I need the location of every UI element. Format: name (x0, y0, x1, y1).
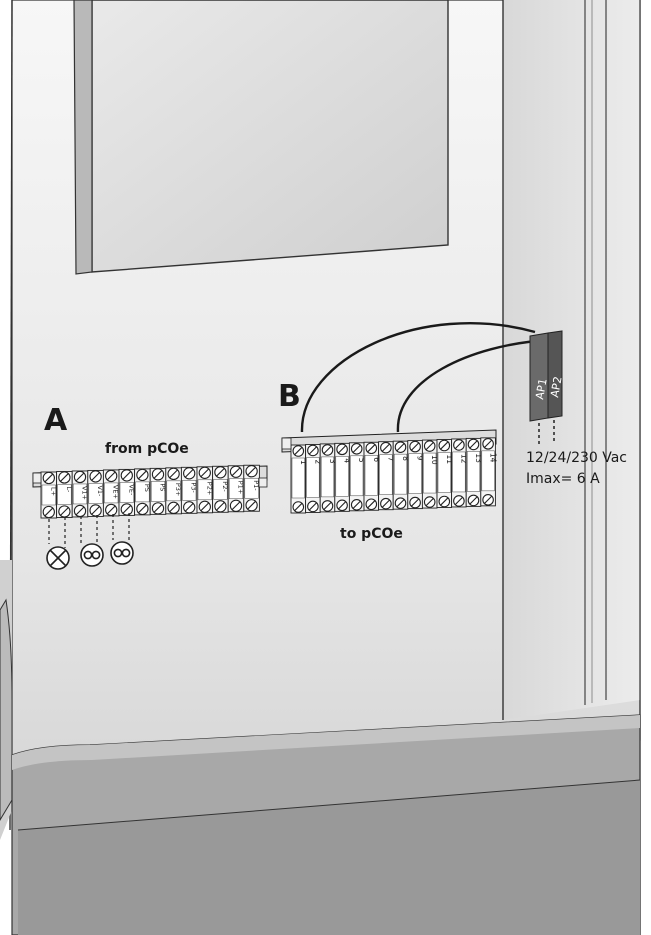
relay-contact: AP1 AP2 (529, 330, 565, 444)
lamp-icon (46, 517, 70, 570)
terminal-label: P1+ (237, 481, 245, 495)
display-window (73, 0, 449, 275)
to-pcoe-label: to pCOe (340, 526, 403, 542)
terminal-label: PS (143, 484, 151, 492)
terminal-b-11: 11 (436, 439, 454, 508)
terminal-b-2: 2 (305, 444, 322, 513)
terminal-label: 10 (430, 455, 439, 465)
terminal-label: P2- (221, 481, 229, 492)
terminal-b-9: 9 (407, 440, 425, 510)
ap2-label: AP2 (548, 375, 564, 398)
block-a-label: A (44, 403, 68, 438)
terminal-a-6: VE- (118, 468, 135, 516)
terminal-label: 2 (313, 459, 322, 464)
terminal-label: 9 (416, 456, 425, 461)
terminal-label: 11 (445, 455, 454, 465)
terminal-b-10: 10 (421, 439, 439, 509)
terminal-a-1: L+ (40, 471, 57, 519)
voltage-spec: 12/24/230 Vac (526, 450, 627, 466)
terminal-b-8: 8 (392, 440, 410, 510)
terminal-a-12: P2- (212, 465, 229, 513)
terminal-label: 14 (489, 453, 498, 463)
terminal-a-9: P3+ (165, 467, 182, 515)
base-plinth (11, 714, 641, 935)
terminal-label: 12 (459, 454, 468, 464)
ap1-label: AP1 (533, 377, 549, 400)
terminal-a-11: P2+ (196, 466, 213, 514)
terminal-label: P3- (190, 482, 198, 493)
terminal-label: 1 (299, 460, 308, 465)
terminal-label: PS (159, 483, 167, 491)
terminal-a-cells: L+ L- V1+ V1- VE+ VE- PS PS P3+ P3- P2+ P2- P1+ P1- (40, 464, 260, 519)
terminal-label: L+ (49, 487, 57, 496)
terminal-a-2: L- (56, 471, 73, 518)
terminal-label: 6 (372, 457, 381, 462)
terminal-b-13: 13 (465, 437, 483, 507)
terminal-label: P3+ (174, 483, 182, 497)
terminal-a-8: PS (149, 467, 167, 515)
current-spec: Imax= 6 A (526, 471, 600, 487)
terminal-block-a: L+ L- V1+ V1- VE+ VE- PS PS P3+ P3- P2+ P2- P1+ P1- (32, 464, 268, 519)
terminal-b-5: 5 (348, 442, 366, 512)
terminal-a-5: VE+ (102, 469, 120, 517)
terminal-label: P1- (252, 480, 260, 491)
terminal-label: P2+ (205, 482, 213, 496)
relay-wires (300, 322, 549, 433)
terminal-label: V1- (96, 485, 104, 497)
terminal-b-14: 14 (480, 437, 498, 507)
terminal-a-13: P1+ (227, 465, 245, 513)
terminal-b-4: 4 (334, 442, 352, 512)
terminal-label: 4 (343, 458, 352, 463)
terminal-a-3: V1+ (71, 470, 89, 518)
terminal-a-4: V1- (87, 469, 104, 517)
terminal-a-14: P1- (243, 464, 260, 512)
fan-icon (80, 515, 104, 567)
block-b-label: B (278, 379, 301, 414)
terminal-label: 5 (357, 458, 366, 463)
terminal-label: V1+ (81, 486, 89, 500)
terminal-label: 13 (474, 453, 483, 463)
terminal-label: 7 (386, 457, 395, 462)
terminal-label: VE- (127, 484, 135, 496)
terminal-label: L- (65, 486, 73, 493)
terminal-a-7: PS (134, 468, 151, 516)
from-pcoe-label: from pCOe (105, 441, 189, 457)
terminal-label: 8 (401, 456, 410, 461)
indicator-symbols (46, 513, 134, 570)
terminal-a-10: P3- (180, 466, 198, 514)
fan-icon (110, 513, 134, 565)
terminal-label: 3 (328, 459, 337, 464)
terminal-label: VE+ (112, 485, 120, 499)
